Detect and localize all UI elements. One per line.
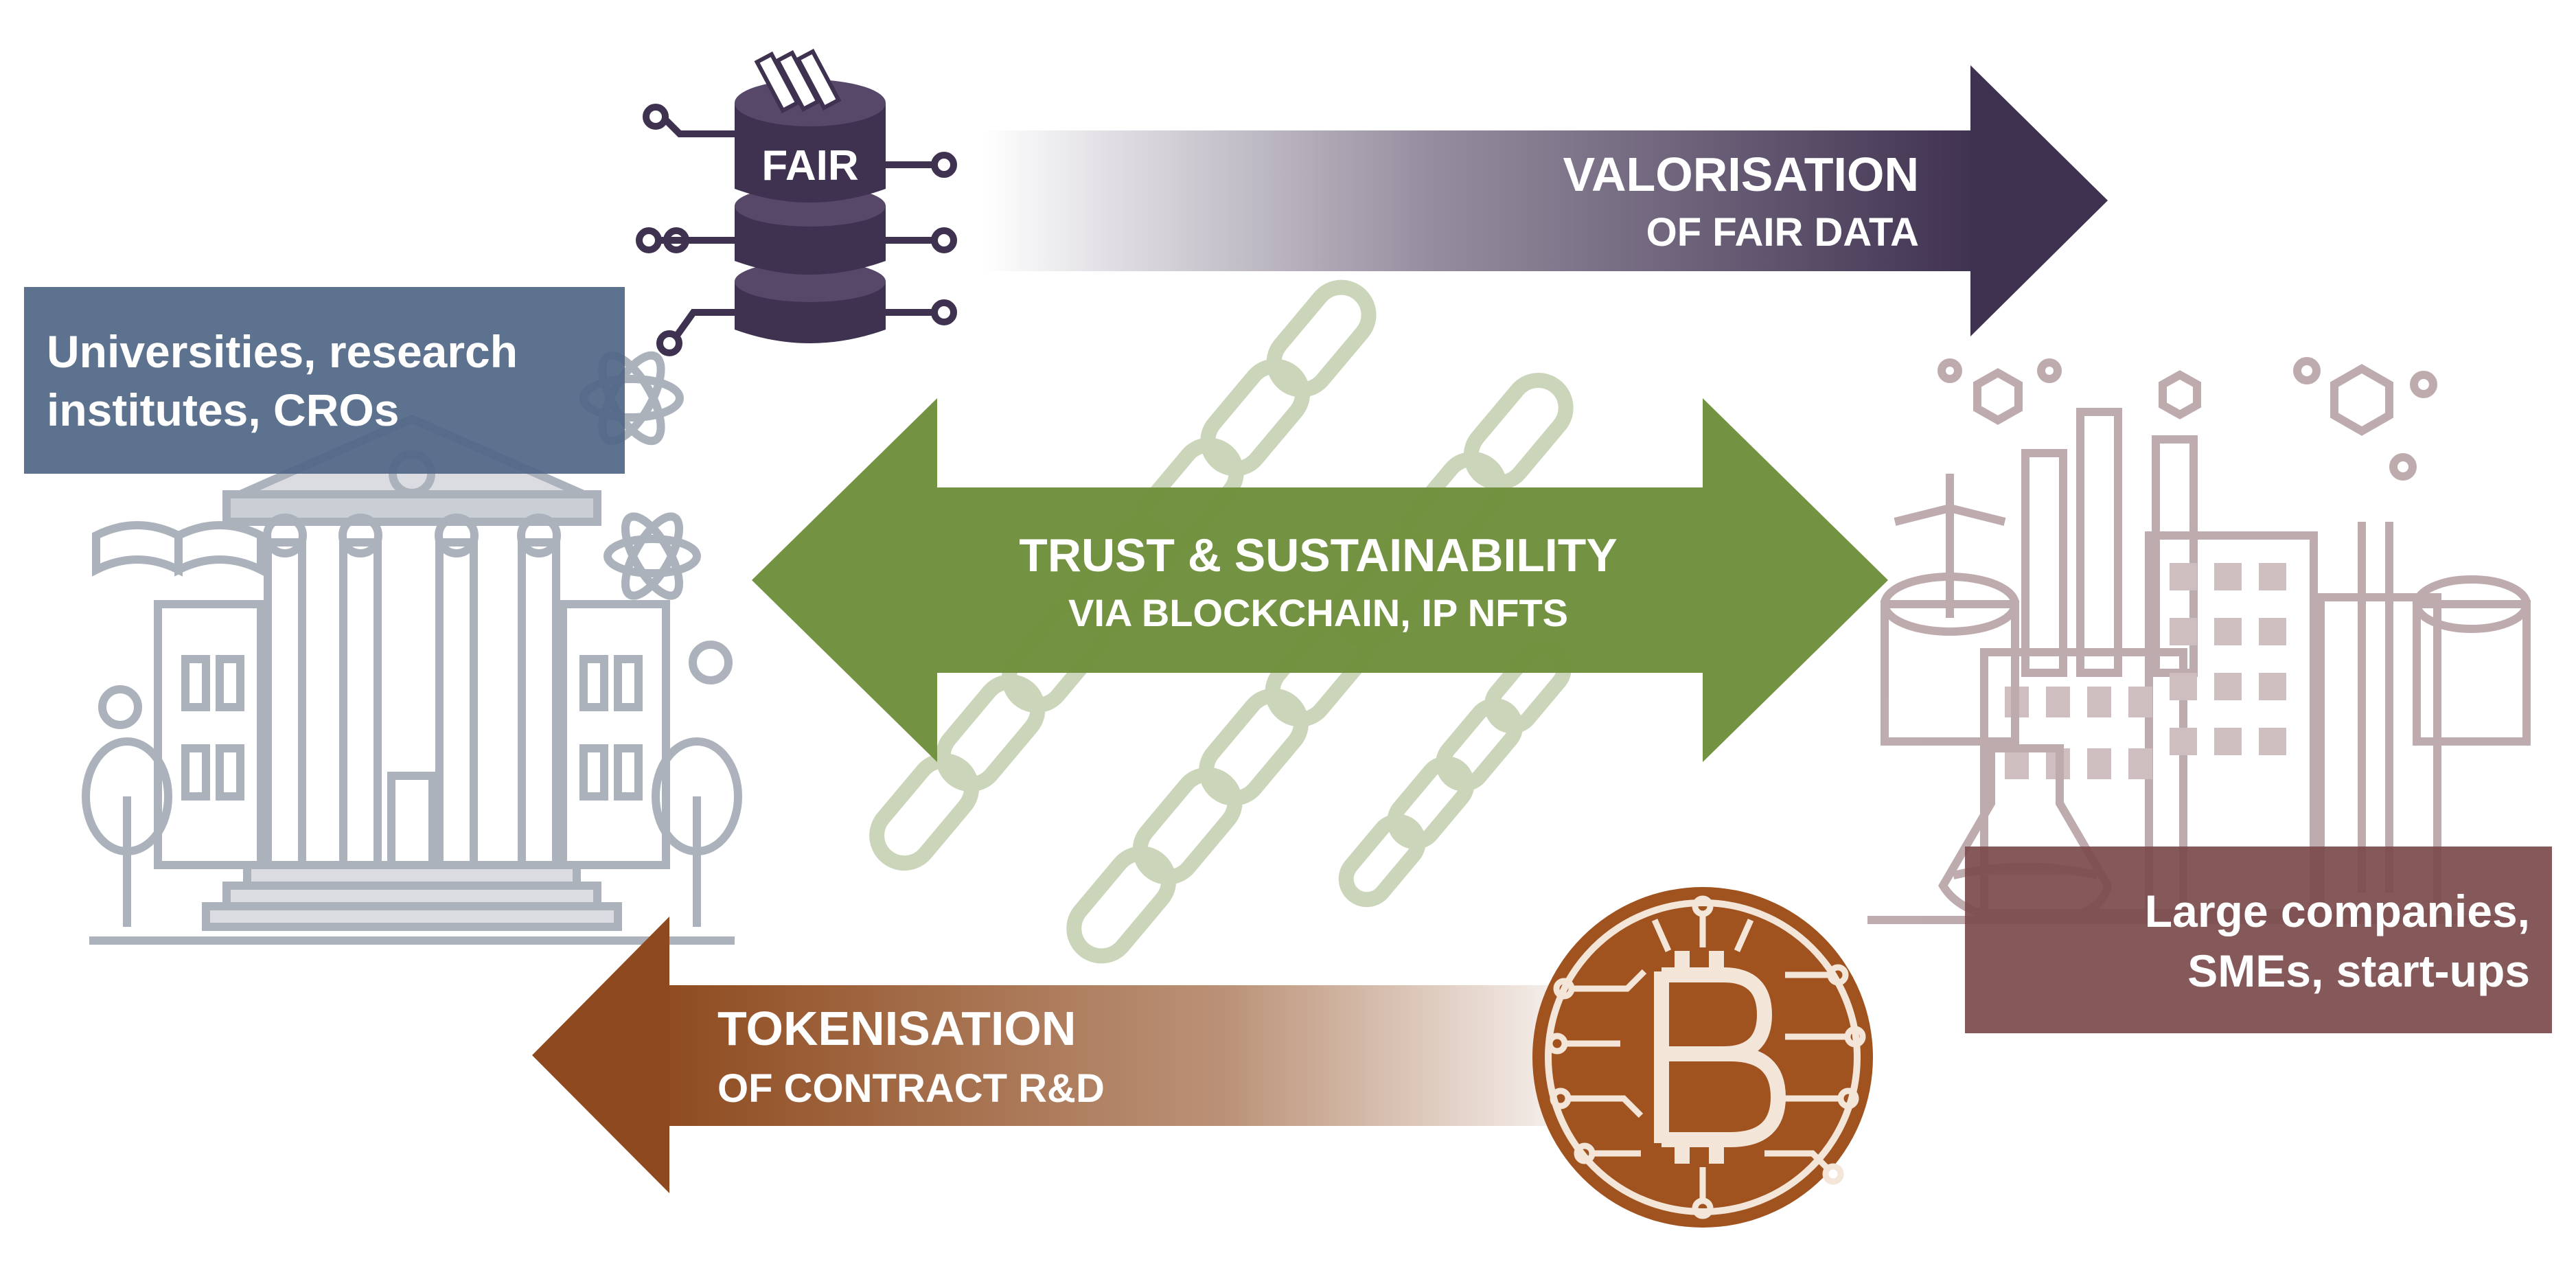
blockchain-label: VIA BLOCKCHAIN, IP NFTS <box>1068 591 1568 634</box>
tokenisation-label: TOKENISATION <box>717 1002 1076 1055</box>
valorisation-arrow: VALORISATION OF FAIR DATA <box>982 65 2108 336</box>
companies-box: Large companies, SMEs, start-ups <box>1965 847 2552 1033</box>
tokenisation-arrow: TOKENISATION OF CONTRACT R&D <box>532 917 1613 1193</box>
factory-icon <box>1867 357 2531 925</box>
trust-label: TRUST & SUSTAINABILITY <box>1019 529 1617 582</box>
trust-double-arrow: TRUST & SUSTAINABILITY VIA BLOCKCHAIN, I… <box>752 398 1888 762</box>
database-fair-icon: FAIR <box>636 48 957 356</box>
bitcoin-coin-icon <box>1532 887 1873 1228</box>
fair-data-label: OF FAIR DATA <box>1646 210 1919 255</box>
fair-label: FAIR <box>761 142 858 189</box>
universities-label-line1: Universities, research <box>47 326 518 377</box>
universities-box: Universities, research institutes, CROs <box>24 287 625 474</box>
companies-label-line2: SMEs, start-ups <box>2187 945 2530 996</box>
universities-label-line2: institutes, CROs <box>47 384 399 435</box>
valorisation-label: VALORISATION <box>1563 148 1919 201</box>
companies-label-line1: Large companies, <box>2145 886 2530 936</box>
contract-rd-label: OF CONTRACT R&D <box>717 1066 1105 1111</box>
